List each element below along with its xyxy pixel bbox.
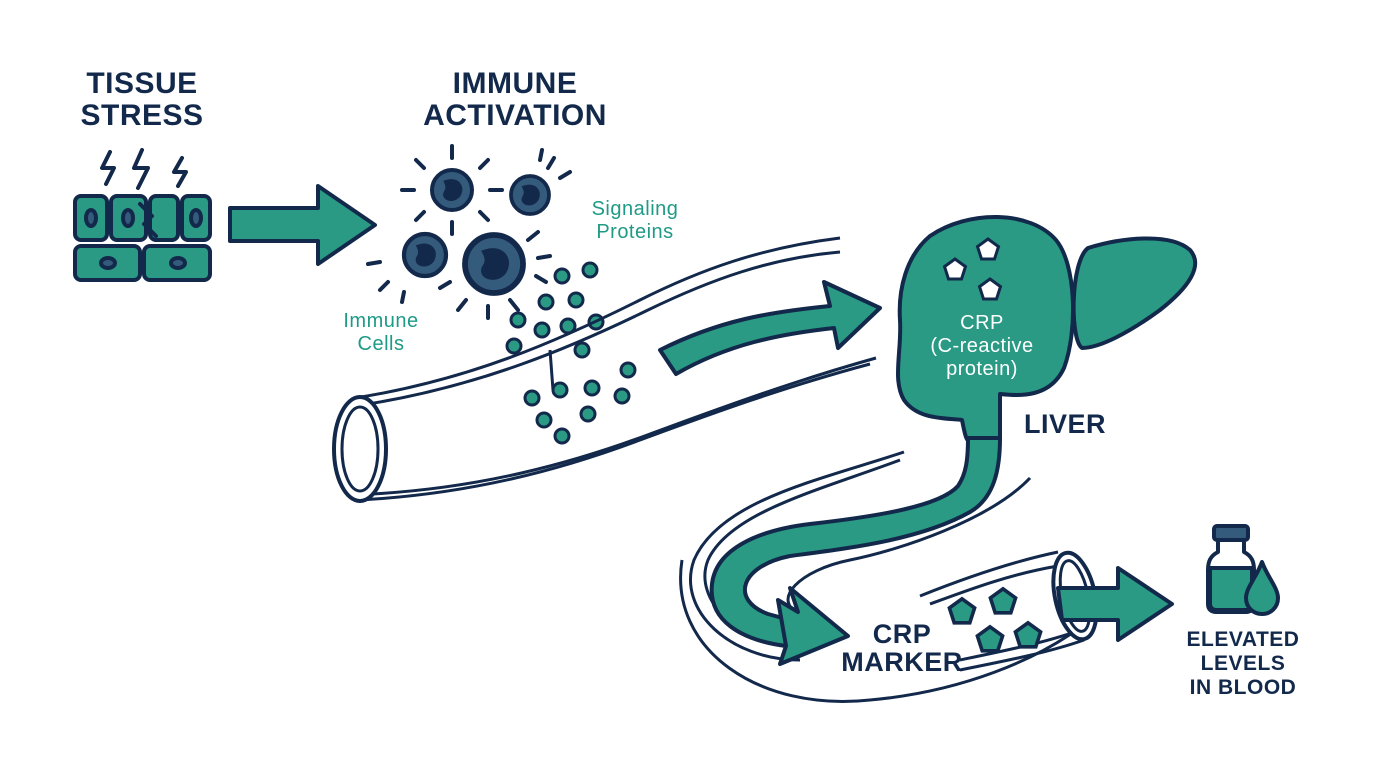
blood-drop-icon xyxy=(1244,560,1280,616)
flow-arrow-icon xyxy=(228,184,377,266)
flow-arrow-icon xyxy=(1056,566,1174,642)
immune-cells-label: Immune Cells xyxy=(343,310,419,355)
crp-marker-label: CRP MARKER xyxy=(841,619,963,678)
blood-vessel-opening xyxy=(332,395,388,503)
immune-cells-cluster xyxy=(366,144,572,320)
elevated-levels-label: ELEVATED LEVELS IN BLOOD xyxy=(1186,628,1300,700)
signaling-protein-dot-icon xyxy=(505,261,637,445)
damaged-tissue-icon xyxy=(73,194,212,282)
tissue-stress-label: TISSUE STRESS xyxy=(80,67,204,132)
flow-arrow-icon xyxy=(658,280,882,376)
liver-label: LIVER xyxy=(1023,409,1106,439)
signaling-proteins-label: Signaling Proteins xyxy=(591,198,679,243)
blood-vial-icon xyxy=(1206,524,1256,614)
crp-flow-tube xyxy=(679,436,1091,703)
liver-icon xyxy=(895,215,1197,442)
crp-liver-label: CRP (C-reactive protein) xyxy=(930,312,1034,380)
lightning-icon xyxy=(100,148,188,190)
blood-vessel-icon xyxy=(354,236,877,502)
immune-activation-label: IMMUNE ACTIVATION xyxy=(423,67,607,132)
